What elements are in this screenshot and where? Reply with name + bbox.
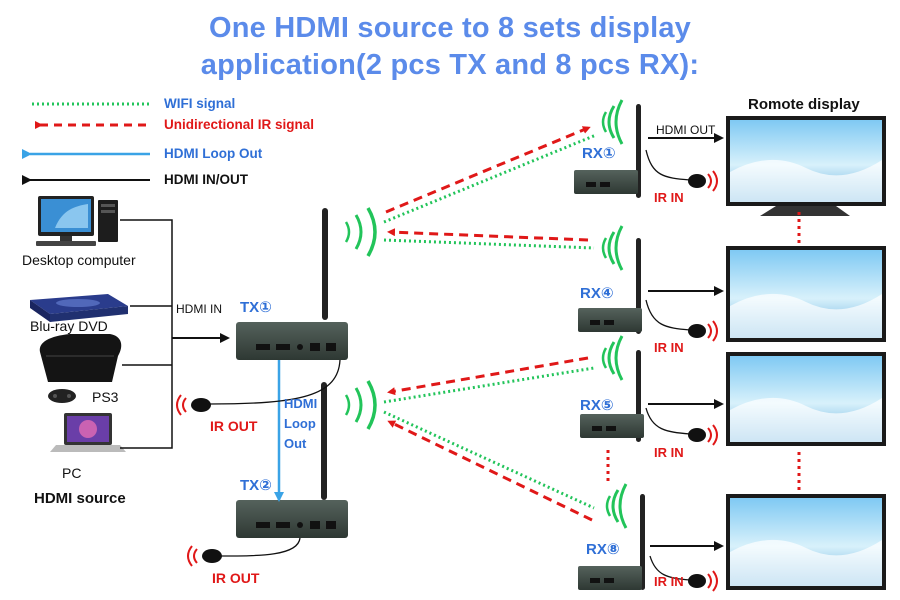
legend [22,102,150,185]
title-line-2: application(2 pcs TX and 8 pcs RX): [200,49,700,81]
legend-inout-label: HDMI IN/OUT [164,172,248,187]
tx1-label: TX① [240,299,272,316]
rx1-device [574,99,724,198]
display-3 [726,352,886,446]
rx4-device [578,225,724,342]
tx2-ir-emitter [187,537,301,567]
desktop-computer-icon [36,196,118,246]
tx1-ir-emitter [176,359,341,416]
title-line-1: One HDMI source to 8 sets display [208,12,691,44]
source-desktop-label: Desktop computer [22,252,136,268]
rx8-ir-in-label: IR IN [654,574,684,589]
rx5-label: RX⑤ [580,397,614,414]
rx1-label: RX① [582,145,616,162]
display-2 [726,246,886,342]
laptop-pc-icon [50,413,126,452]
hdmi-out-label: HDMI OUT [656,123,716,137]
legend-ir-label: Unidirectional IR signal [164,117,315,132]
bluray-player-icon [30,294,128,322]
source-heading: HDMI source [34,490,126,507]
display-1 [726,116,886,216]
tx2-ir-out-label: IR OUT [212,570,260,586]
display-4 [726,494,886,590]
legend-loop-label: HDMI Loop Out [164,146,263,161]
rx5-ir-in-label: IR IN [654,445,684,460]
tx2-signal-lines [383,356,595,522]
tx1-device [236,208,348,360]
source-pc-label: PC [62,465,82,481]
tx2-wifi-waves [344,380,377,430]
tx1-signal-lines [383,126,597,250]
rx4-ir-in-label: IR IN [654,340,684,355]
rx1-ir-in-label: IR IN [654,190,684,205]
hdmi-in-label: HDMI IN [176,302,222,316]
rx4-label: RX④ [580,285,614,302]
display-heading: Romote display [748,96,860,113]
ps3-console-icon [39,334,122,403]
tx1-wifi-waves [344,207,377,257]
tx2-label: TX② [240,477,272,494]
source-ps3-label: PS3 [92,389,119,405]
source-hdmi-cables [120,219,230,449]
rx8-label: RX⑧ [586,541,620,558]
rx8-device [578,483,724,592]
legend-wifi-label: WIFI signal [164,96,236,111]
tx2-device [236,382,348,538]
source-bluray-label: Blu-ray DVD [30,318,108,334]
rx5-device [580,335,724,446]
tx1-ir-out-label: IR OUT [210,418,258,434]
